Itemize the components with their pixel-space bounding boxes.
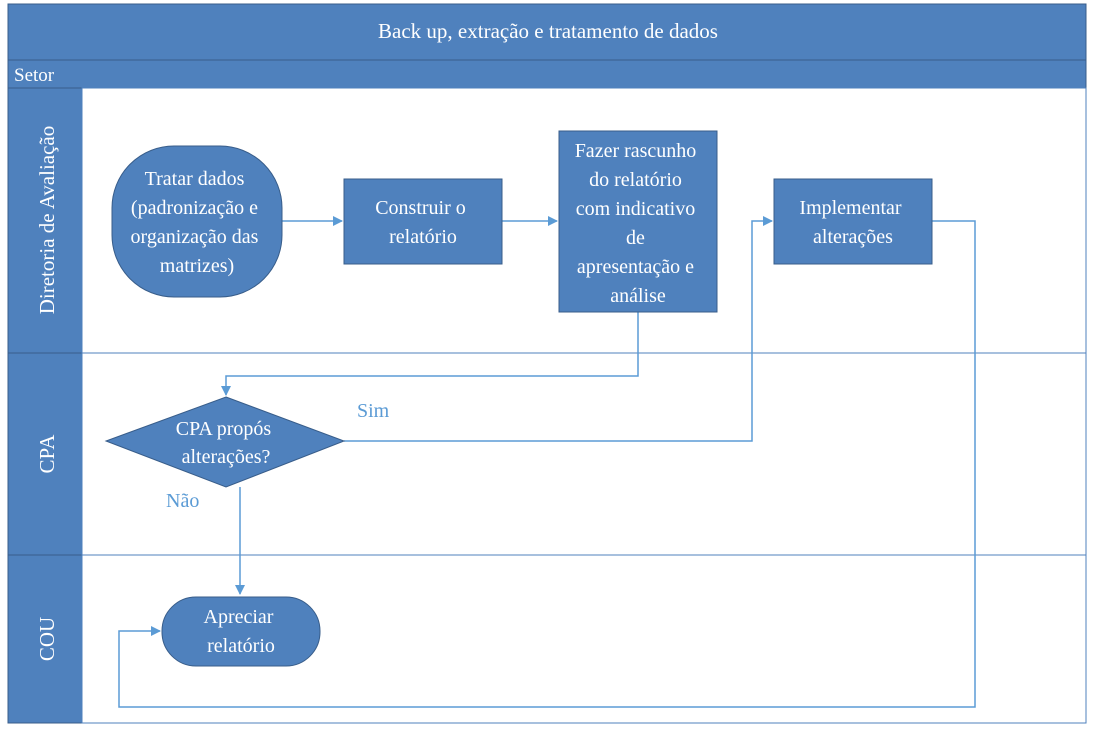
- connector-decisao-implementar-sim: [344, 216, 773, 442]
- lane-label-cou: COU: [35, 617, 59, 661]
- decision-cpa-propos-alteracoes-label: CPA propós alterações?: [176, 418, 276, 468]
- lane-header-cpa: [7, 352, 83, 556]
- process-implementar-alteracoes: [773, 178, 933, 265]
- edge-label-nao: Não: [166, 490, 199, 512]
- sector-header-label: Setor: [14, 65, 55, 86]
- process-tratar-dados: [111, 145, 283, 298]
- process-fazer-rascunho-label: Fazer rascunho do relatório com indicati…: [575, 140, 702, 307]
- process-fazer-rascunho: [558, 130, 718, 313]
- sector-header-bar: [7, 59, 1087, 89]
- process-tratar-dados-label: Tratar dados (padronização e organização…: [131, 168, 264, 277]
- title-bar: [7, 3, 1087, 61]
- process-construir-relatorio-label: Construir o relatório: [375, 197, 471, 248]
- connector-implementar-apreciar: [118, 220, 976, 708]
- process-construir-relatorio: [343, 178, 503, 265]
- terminal-apreciar-relatorio-label: Apreciar relatório: [204, 606, 279, 657]
- decision-cpa-propos-alteracoes: [104, 396, 346, 488]
- process-implementar-alteracoes-label: Implementar alterações: [799, 197, 906, 248]
- terminal-apreciar-relatorio: [161, 596, 321, 667]
- diagram-title: Back up, extração e tratamento de dados: [378, 19, 718, 43]
- connector-rascunho-decisao: [221, 312, 639, 396]
- lane-header-diretoria: [7, 87, 83, 354]
- lane-label-diretoria: Diretoria de Avaliação: [35, 126, 59, 315]
- lane-label-cpa: CPA: [35, 434, 59, 474]
- lane-header-cou: [7, 554, 83, 724]
- edge-label-sim: Sim: [357, 400, 390, 422]
